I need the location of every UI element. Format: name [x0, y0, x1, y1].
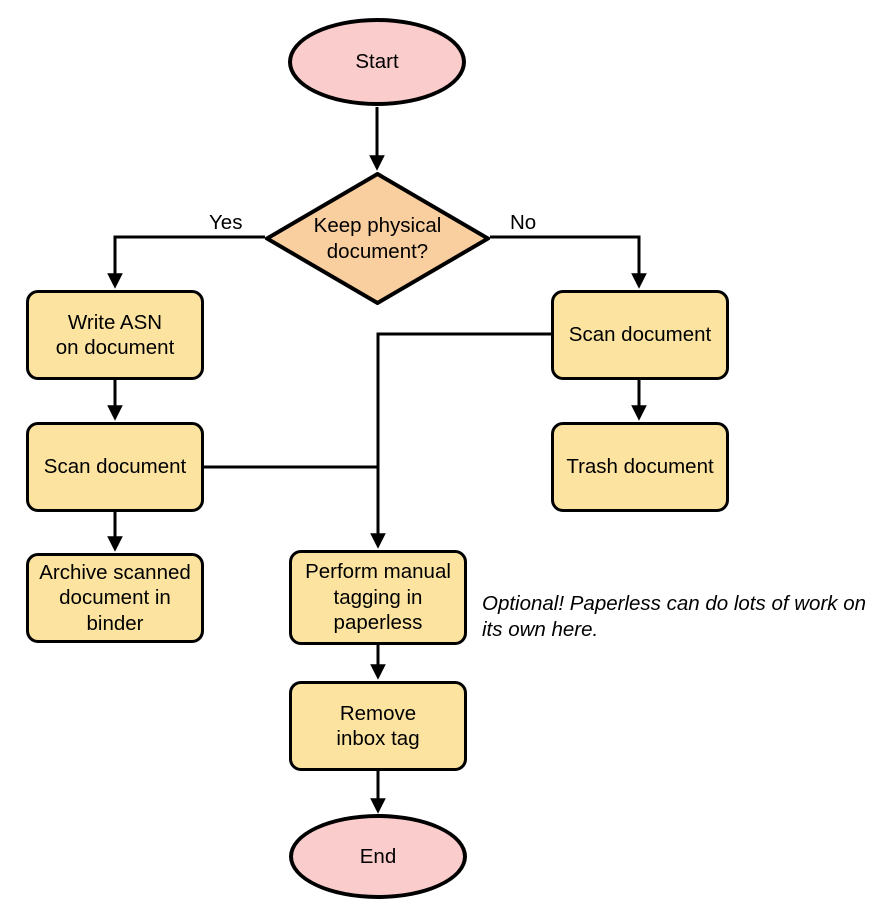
diamond-shape: [265, 172, 490, 305]
node-remove-inbox-tag[interactable]: Remove inbox tag: [289, 681, 467, 771]
node-end-label: End: [359, 844, 397, 868]
edge-label-no: No: [510, 211, 537, 234]
edge-decision-yes-to-write-asn: [107, 235, 265, 289]
node-write-asn-label: Write ASN on document: [55, 310, 175, 359]
edge-scan-right-to-tagging: [370, 332, 551, 549]
node-start-label: Start: [355, 50, 399, 74]
node-remove-inbox-label: Remove inbox tag: [336, 701, 420, 750]
node-scan-document-right[interactable]: Scan document: [551, 290, 729, 380]
node-write-asn-on-document[interactable]: Write ASN on document: [26, 290, 204, 380]
edge-decision-no-to-scan-right: [490, 235, 647, 289]
node-archive-scanned-document-in-binder[interactable]: Archive scanned document in binder: [26, 553, 204, 643]
node-scan-right-label: Scan document: [568, 323, 712, 347]
edge-label-yes: Yes: [209, 211, 243, 234]
node-trash-label: Trash document: [566, 455, 714, 479]
node-decision-label: Keep physical document?: [313, 214, 442, 263]
node-scan-left-label: Scan document: [43, 455, 187, 479]
node-tagging-label: Perform manual tagging in paperless: [305, 560, 451, 635]
node-archive-label: Archive scanned document in binder: [39, 560, 191, 635]
node-scan-document-left[interactable]: Scan document: [26, 422, 204, 512]
node-perform-manual-tagging-in-paperless[interactable]: Perform manual tagging in paperless: [289, 550, 467, 645]
node-start[interactable]: Start: [288, 18, 466, 106]
node-end[interactable]: End: [289, 814, 467, 899]
node-trash-document[interactable]: Trash document: [551, 422, 729, 512]
optional-note: Optional! Paperless can do lots of work …: [482, 592, 867, 642]
node-keep-physical-document-decision[interactable]: Keep physical document?: [265, 172, 490, 305]
